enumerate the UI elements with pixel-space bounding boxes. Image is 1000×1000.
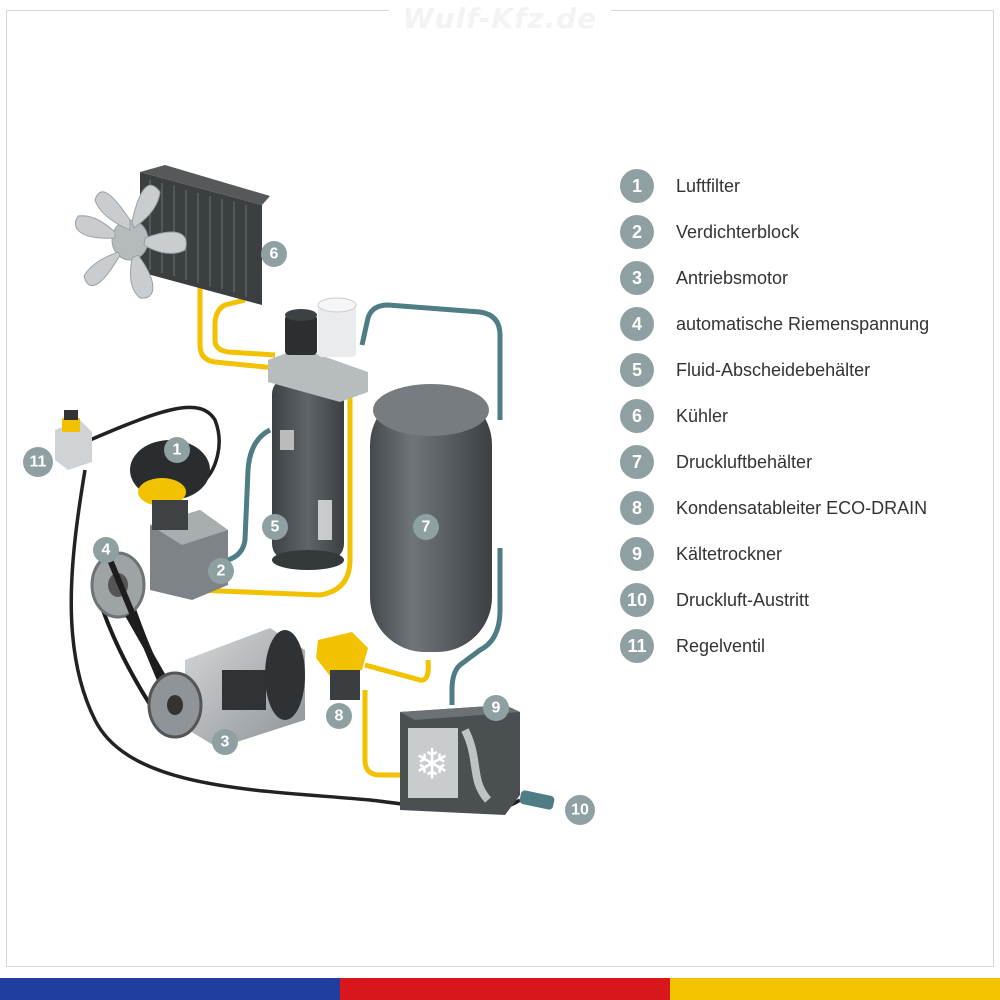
legend-item: 11 Regelventil — [620, 628, 765, 664]
legend-item: 6 Kühler — [620, 398, 728, 434]
air-filter — [130, 440, 210, 530]
callout-8: 8 — [326, 703, 352, 729]
legend-label: Antriebsmotor — [676, 267, 789, 288]
legend-number: 4 — [620, 307, 654, 341]
legend-label: Verdichterblock — [676, 221, 800, 242]
callout-1: 1 — [164, 437, 190, 463]
legend-number: 5 — [620, 353, 654, 387]
fan — [74, 184, 187, 299]
svg-text:1: 1 — [173, 442, 182, 459]
stripe-blue — [0, 978, 340, 1000]
svg-text:9: 9 — [492, 700, 501, 717]
legend-number: 1 — [620, 169, 654, 203]
legend-label: Kühler — [676, 405, 729, 426]
legend-item: 8 Kondensatableiter ECO-DRAIN — [620, 490, 927, 526]
legend-label: automatische Riemenspannung — [676, 313, 930, 334]
air-outlet — [519, 790, 555, 810]
callout-5: 5 — [262, 514, 288, 540]
legend-label: Fluid-Abscheidebehälter — [676, 359, 871, 380]
control-valve — [55, 410, 92, 470]
legend-item: 7 Druckluftbehälter — [620, 444, 812, 480]
legend-number: 3 — [620, 261, 654, 295]
legend-item: 10 Druckluft-Austritt — [620, 582, 809, 618]
svg-text:3: 3 — [221, 734, 230, 751]
drive-motor — [147, 628, 305, 748]
svg-text:7: 7 — [422, 519, 431, 536]
svg-text:6: 6 — [270, 246, 279, 263]
stripe-yellow — [670, 978, 1000, 1000]
svg-text:5: 5 — [271, 519, 280, 536]
legend-number: 7 — [620, 445, 654, 479]
cooler — [140, 165, 270, 305]
legend-item: 5 Fluid-Abscheidebehälter — [620, 352, 870, 388]
legend-number: 10 — [620, 583, 654, 617]
legend-label: Regelventil — [676, 635, 766, 656]
legend-number: 6 — [620, 399, 654, 433]
legend-label: Druckluftbehälter — [676, 451, 813, 472]
callout-3: 3 — [212, 729, 238, 755]
refrigeration-dryer: ❄ — [400, 705, 520, 815]
legend-label: Kondensatableiter ECO-DRAIN — [676, 497, 928, 518]
legend-item: 3 Antriebsmotor — [620, 260, 788, 296]
callout-7: 7 — [413, 514, 439, 540]
legend-label: Luftfilter — [676, 175, 741, 196]
svg-text:2: 2 — [217, 563, 226, 580]
legend-item: 1 Luftfilter — [620, 168, 740, 204]
legend-number: 8 — [620, 491, 654, 525]
svg-text:4: 4 — [102, 542, 111, 559]
fluid-separator-tank — [272, 378, 344, 570]
air-lines — [227, 302, 503, 705]
legend-item: 2 Verdichterblock — [620, 214, 799, 250]
legend-item: 9 Kältetrockner — [620, 536, 782, 572]
callout-6: 6 — [261, 241, 287, 267]
eco-drain — [316, 632, 368, 700]
svg-text:❄: ❄ — [414, 740, 449, 789]
stripe-red — [340, 978, 670, 1000]
callout-11: 11 — [23, 447, 53, 477]
callout-4: 4 — [93, 537, 119, 563]
callout-10: 10 — [565, 795, 595, 825]
separator-head — [268, 297, 368, 402]
svg-text:8: 8 — [335, 708, 344, 725]
legend-label: Druckluft-Austritt — [676, 589, 810, 610]
watermark-top: Wulf-Kfz.de — [0, 2, 1000, 35]
svg-text:10: 10 — [571, 802, 589, 819]
legend-number: 2 — [620, 215, 654, 249]
callout-9: 9 — [483, 695, 509, 721]
legend-label: Kältetrockner — [676, 543, 783, 564]
callout-2: 2 — [208, 558, 234, 584]
svg-text:11: 11 — [30, 454, 47, 471]
legend-number: 11 — [620, 629, 654, 663]
legend-number: 9 — [620, 537, 654, 571]
legend-item: 4 automatische Riemenspannung — [620, 306, 929, 342]
compressor-block — [150, 510, 228, 600]
